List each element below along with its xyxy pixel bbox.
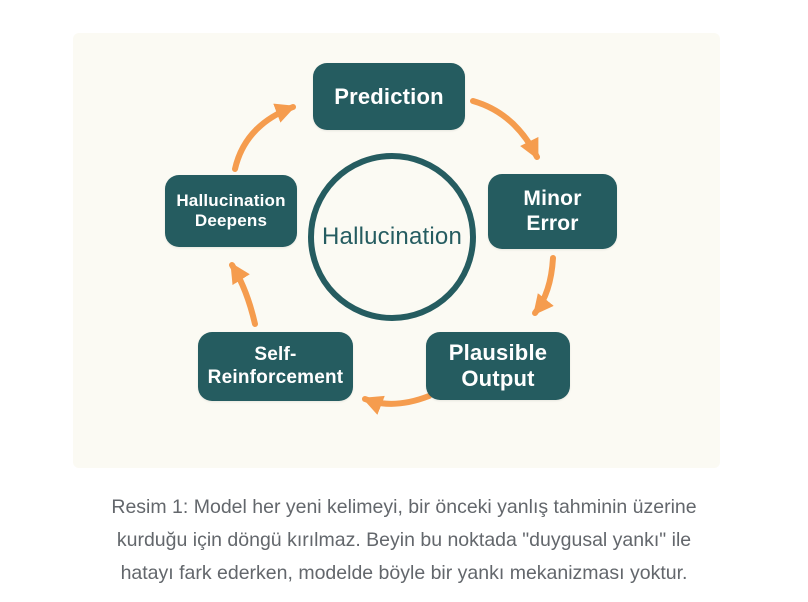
node-plausible-output-label: Plausible Output (448, 340, 548, 391)
node-self-reinforcement: Self- Reinforcement (198, 332, 353, 401)
diagram-canvas: Prediction Minor Error Plausible Output … (73, 33, 720, 468)
center-circle-label: Hallucination (321, 223, 462, 250)
node-minor-error-label: Minor Error (523, 186, 582, 235)
node-prediction-label: Prediction (334, 83, 444, 109)
arrow-minor-error-to-plausible-output (532, 255, 556, 316)
node-self-reinforcement-label: Self- Reinforcement (207, 344, 344, 388)
figure-caption: Resim 1: Model her yeni kelimeyi, bir ön… (0, 491, 808, 590)
center-circle: Hallucination (308, 153, 476, 321)
caption-line-2: kurduğu için döngü kırılmaz. Beyin bu no… (116, 529, 692, 551)
arrow-plausible-output-to-self-reinforcement (362, 393, 432, 415)
arrow-prediction-to-minor-error (470, 98, 540, 160)
node-hallucination-deepens-label: Hallucination Deepens (176, 190, 286, 230)
caption-line-3: hatayı fark ederken, modelde böyle bir y… (120, 562, 688, 584)
node-minor-error: Minor Error (488, 174, 617, 249)
node-prediction: Prediction (313, 63, 465, 130)
caption-line-1: Resim 1: Model her yeni kelimeyi, bir ön… (111, 496, 697, 518)
cycle-arrows (229, 98, 556, 415)
node-hallucination-deepens: Hallucination Deepens (165, 175, 297, 247)
node-plausible-output: Plausible Output (426, 332, 570, 400)
arrow-self-reinforcement-to-deepens (229, 262, 258, 327)
arrow-deepens-to-prediction (232, 103, 296, 172)
